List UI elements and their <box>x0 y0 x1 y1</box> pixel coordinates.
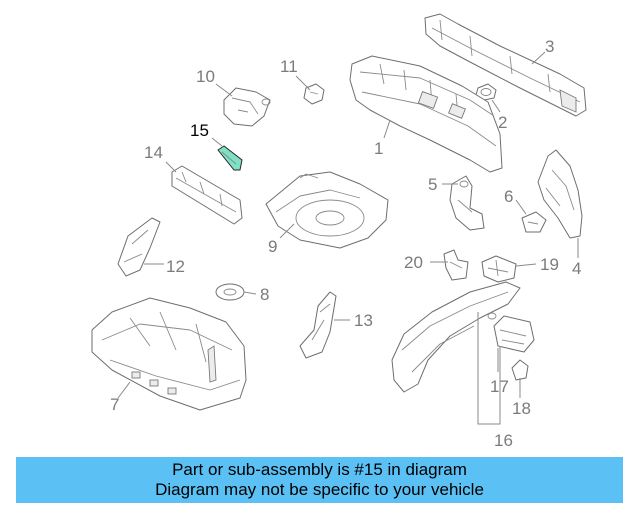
part-2-grommet <box>475 83 497 101</box>
callout-14: 14 <box>144 143 163 162</box>
callout-19: 19 <box>540 255 559 274</box>
callout-3: 3 <box>545 37 554 56</box>
part-16-wheelhouse <box>391 281 521 393</box>
info-banner: Part or sub-assembly is #15 in diagram D… <box>16 457 623 503</box>
part-3-rear-cross-member <box>424 13 587 117</box>
callout-7: 7 <box>110 395 119 414</box>
callout-16: 16 <box>494 431 513 450</box>
part-20-bracket <box>443 249 469 281</box>
part-12-bracket <box>117 217 161 277</box>
callout-10: 10 <box>196 67 215 86</box>
part-9-spare-tire-well <box>265 171 389 249</box>
part-5-bracket <box>449 175 485 231</box>
callout-20: 20 <box>404 253 423 272</box>
callout-9: 9 <box>268 237 277 256</box>
callout-labels: 3 2 1 4 5 6 7 8 9 10 11 12 13 14 15 16 1… <box>110 37 581 450</box>
part-18-clip <box>511 359 529 381</box>
callout-1: 1 <box>374 139 383 158</box>
part-14-rail <box>171 165 243 225</box>
callout-8: 8 <box>260 285 269 304</box>
callout-15[interactable]: 15 <box>190 121 209 140</box>
callout-4: 4 <box>572 259 581 278</box>
part-1-rear-panel <box>349 55 503 173</box>
leader-lines <box>117 51 579 425</box>
part-8-plug <box>215 283 245 301</box>
callout-2: 2 <box>498 113 507 132</box>
part-19-bracket <box>481 255 517 283</box>
callout-13: 13 <box>354 311 373 330</box>
part-15-highlighted[interactable] <box>217 145 243 171</box>
banner-line-1: Part or sub-assembly is #15 in diagram <box>172 460 467 479</box>
part-13-bracket <box>299 291 337 359</box>
callout-18: 18 <box>512 399 531 418</box>
callout-12: 12 <box>166 257 185 276</box>
part-4-side-panel <box>537 149 583 239</box>
banner-line-2: Diagram may not be specific to your vehi… <box>155 480 484 499</box>
part-7-floor-panel <box>91 297 247 411</box>
part-17-bracket <box>493 315 535 353</box>
callout-6: 6 <box>504 187 513 206</box>
part-10-bracket <box>223 87 271 127</box>
callout-11: 11 <box>280 57 298 76</box>
part-6-bracket <box>521 211 547 233</box>
callout-17: 17 <box>490 377 509 396</box>
callout-5: 5 <box>428 175 437 194</box>
